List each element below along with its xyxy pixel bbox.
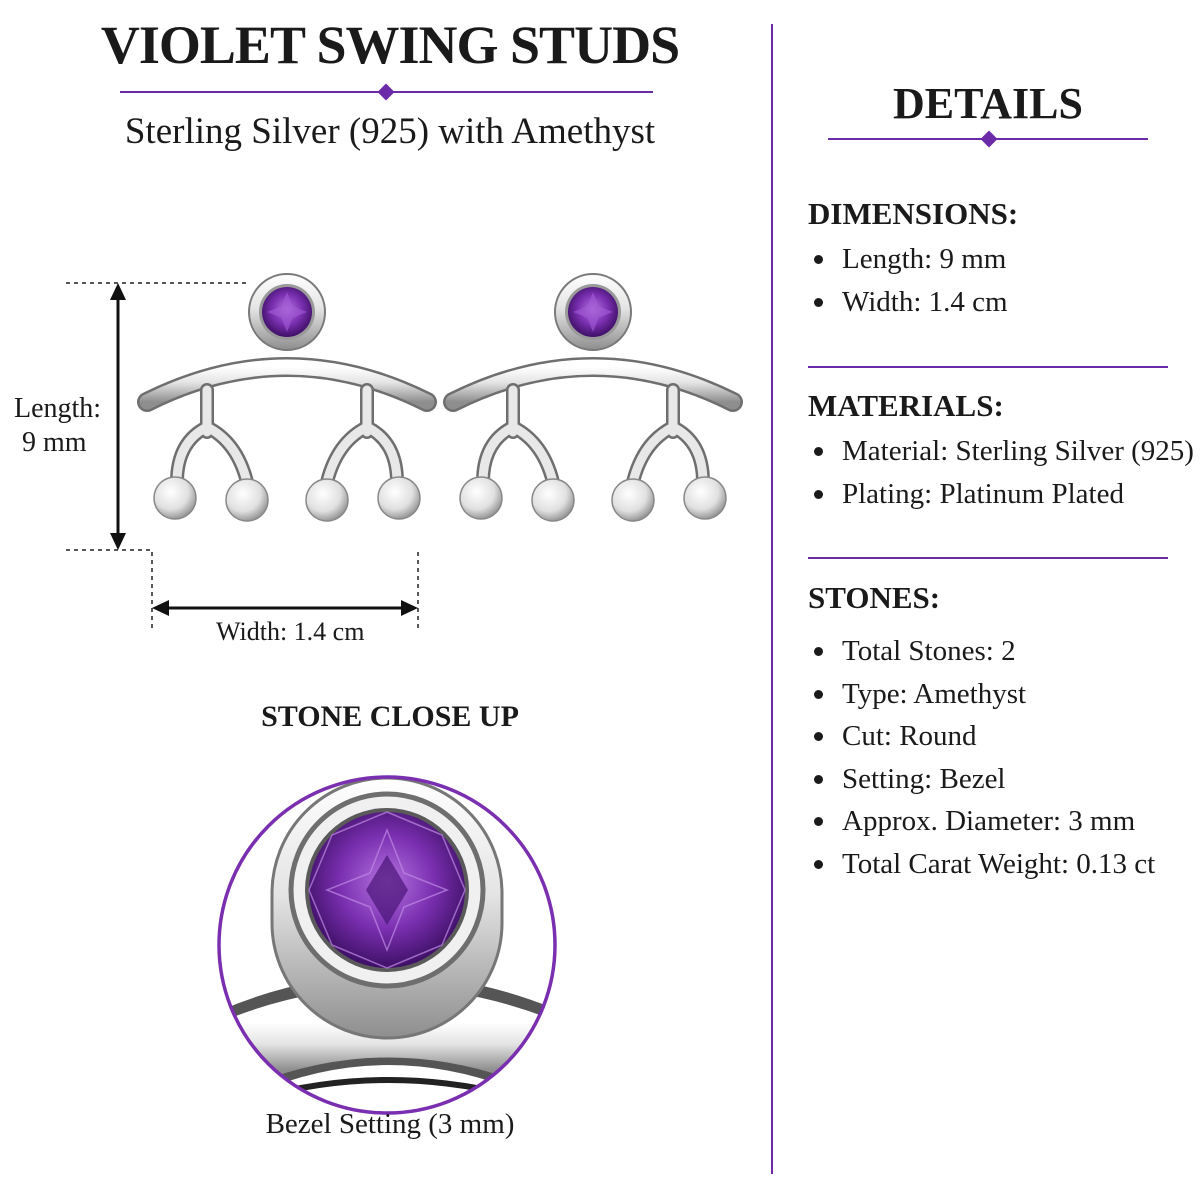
bullet-icon bbox=[814, 817, 823, 826]
bullet-icon bbox=[814, 774, 823, 784]
list-item: Setting: Bezel bbox=[808, 758, 1155, 801]
dimensions-heading: DIMENSIONS: bbox=[808, 196, 1019, 231]
stone-closeup-image bbox=[217, 775, 557, 1115]
stones-list: Total Stones: 2 Type: Amethyst Cut: Roun… bbox=[808, 630, 1155, 885]
section-divider bbox=[808, 557, 1168, 559]
length-label-value: 9 mm bbox=[22, 427, 87, 458]
closeup-heading: STONE CLOSE UP bbox=[261, 700, 519, 733]
list-item: Approx. Diameter: 3 mm bbox=[808, 800, 1155, 843]
bullet-icon bbox=[814, 447, 823, 456]
bullet-icon bbox=[814, 689, 823, 699]
bullet-icon bbox=[814, 489, 823, 499]
bullet-icon bbox=[814, 859, 823, 869]
list-item: Length: 9 mm bbox=[808, 238, 1008, 281]
list-item: Type: Amethyst bbox=[808, 673, 1155, 716]
materials-heading: MATERIALS: bbox=[808, 388, 1004, 423]
closeup-caption: Bezel Setting (3 mm) bbox=[265, 1108, 515, 1140]
length-label-title: Length: bbox=[14, 393, 102, 424]
column-divider bbox=[771, 24, 773, 1174]
length-dimension bbox=[66, 282, 250, 551]
page-subtitle: Sterling Silver (925) with Amethyst bbox=[124, 111, 656, 152]
list-item: Width: 1.4 cm bbox=[808, 281, 1008, 324]
list-item: Total Stones: 2 bbox=[808, 630, 1155, 673]
left-stud-image bbox=[147, 274, 427, 521]
bullet-icon bbox=[814, 297, 823, 307]
length-label: Length: 9 mm bbox=[14, 392, 101, 460]
section-divider bbox=[808, 366, 1168, 368]
right-stud-image bbox=[453, 274, 733, 521]
width-label: Width: 1.4 cm bbox=[216, 617, 365, 646]
list-item: Total Carat Weight: 0.13 ct bbox=[808, 843, 1155, 886]
width-dimension bbox=[151, 552, 419, 632]
list-item: Material: Sterling Silver (925) bbox=[808, 430, 1194, 473]
materials-list: Material: Sterling Silver (925) Plating:… bbox=[808, 430, 1194, 515]
bullet-icon bbox=[814, 255, 823, 264]
page-title: VIOLET SWING STUDS bbox=[100, 15, 680, 75]
list-item: Cut: Round bbox=[808, 715, 1155, 758]
bullet-icon bbox=[814, 732, 823, 741]
list-item: Plating: Platinum Plated bbox=[808, 473, 1194, 516]
details-heading: DETAILS bbox=[893, 79, 1083, 128]
bullet-icon bbox=[814, 647, 823, 656]
dimensions-list: Length: 9 mm Width: 1.4 cm bbox=[808, 238, 1008, 323]
stones-heading: STONES: bbox=[808, 580, 941, 615]
